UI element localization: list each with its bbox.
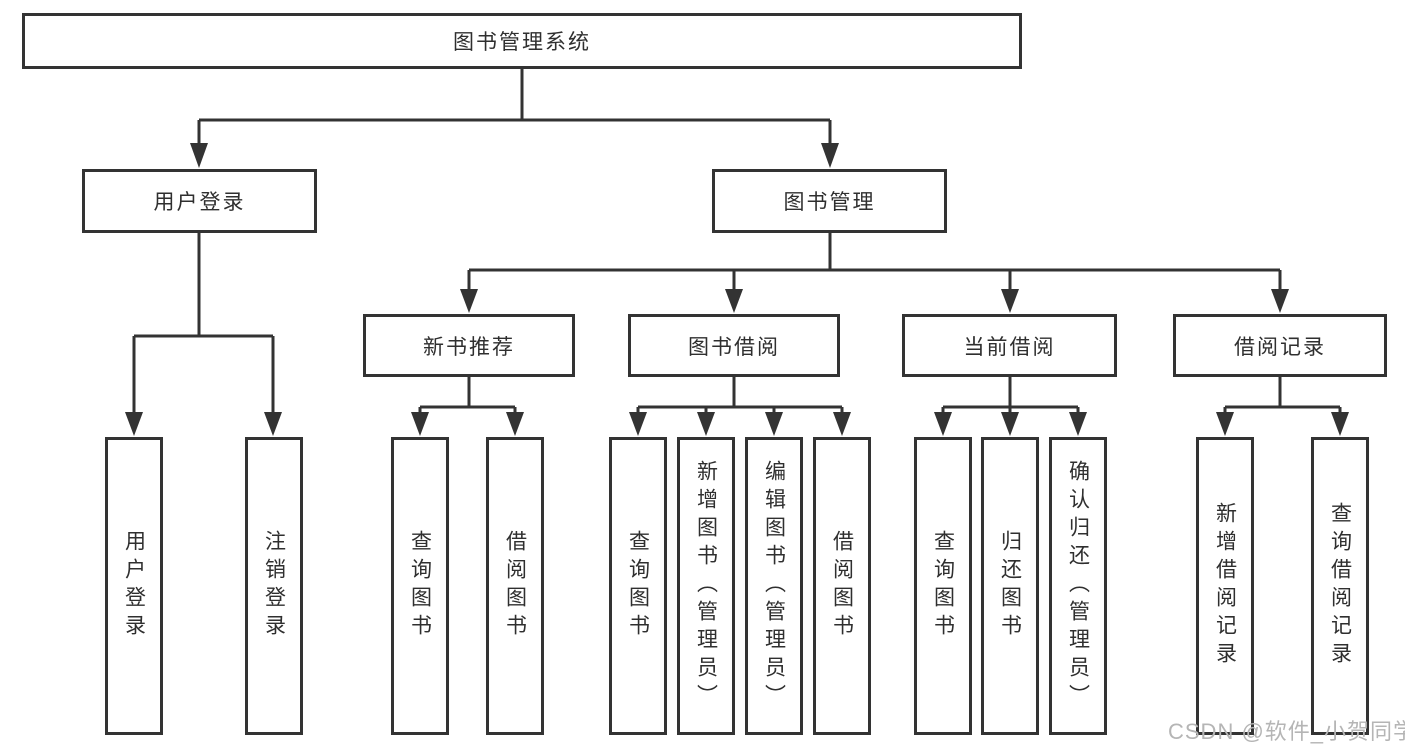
- leaf-query-books-borrow: 查询图书: [609, 437, 667, 735]
- leaf-return-books-label: 归还图书: [998, 530, 1022, 642]
- leaf-user-login-label: 用户登录: [122, 530, 146, 642]
- leaf-add-book-admin: 新增图书（管理员）: [677, 437, 735, 735]
- node-current-borrowing: 当前借阅: [902, 314, 1117, 377]
- node-book-management: 图书管理: [712, 169, 947, 233]
- node-book-borrowing: 图书借阅: [628, 314, 840, 377]
- node-root: 图书管理系统: [22, 13, 1022, 69]
- node-root-label: 图书管理系统: [453, 31, 591, 54]
- leaf-edit-book-admin-label: 编辑图书（管理员）: [762, 460, 786, 712]
- leaf-query-borrow-record-label: 查询借阅记录: [1328, 502, 1352, 670]
- node-user-login: 用户登录: [82, 169, 317, 233]
- leaf-logout-login: 注销登录: [245, 437, 303, 735]
- leaf-borrow-books-newbook-label: 借阅图书: [503, 530, 527, 642]
- node-new-book-recommendation-label: 新书推荐: [423, 335, 515, 359]
- leaf-borrow-books-borrow: 借阅图书: [813, 437, 871, 735]
- leaf-confirm-return-admin-label: 确认归还（管理员）: [1066, 460, 1090, 712]
- node-current-borrowing-label: 当前借阅: [963, 335, 1056, 359]
- node-user-login-label: 用户登录: [153, 191, 246, 214]
- node-borrowing-records-label: 借阅记录: [1234, 335, 1326, 359]
- leaf-borrow-books-borrow-label: 借阅图书: [830, 530, 854, 642]
- leaf-add-borrow-record: 新增借阅记录: [1196, 437, 1254, 735]
- node-new-book-recommendation: 新书推荐: [363, 314, 575, 377]
- leaf-query-books-current: 查询图书: [914, 437, 972, 735]
- leaf-add-borrow-record-label: 新增借阅记录: [1213, 502, 1237, 670]
- leaf-query-books-borrow-label: 查询图书: [626, 530, 650, 642]
- leaf-edit-book-admin: 编辑图书（管理员）: [745, 437, 803, 735]
- node-borrowing-records: 借阅记录: [1173, 314, 1387, 377]
- leaf-confirm-return-admin: 确认归还（管理员）: [1049, 437, 1107, 735]
- leaf-add-book-admin-label: 新增图书（管理员）: [694, 460, 718, 712]
- node-book-borrowing-label: 图书借阅: [688, 335, 780, 359]
- leaf-query-books-newbook: 查询图书: [391, 437, 449, 735]
- node-book-management-label: 图书管理: [783, 191, 876, 214]
- leaf-query-books-current-label: 查询图书: [931, 530, 955, 642]
- leaf-query-borrow-record: 查询借阅记录: [1311, 437, 1369, 735]
- leaf-query-books-newbook-label: 查询图书: [408, 530, 432, 642]
- leaf-return-books: 归还图书: [981, 437, 1039, 735]
- leaf-user-login: 用户登录: [105, 437, 163, 735]
- watermark: CSDN @软件_小贺同学: [1168, 719, 1405, 744]
- leaf-logout-login-label: 注销登录: [262, 530, 286, 642]
- leaf-borrow-books-newbook: 借阅图书: [486, 437, 544, 735]
